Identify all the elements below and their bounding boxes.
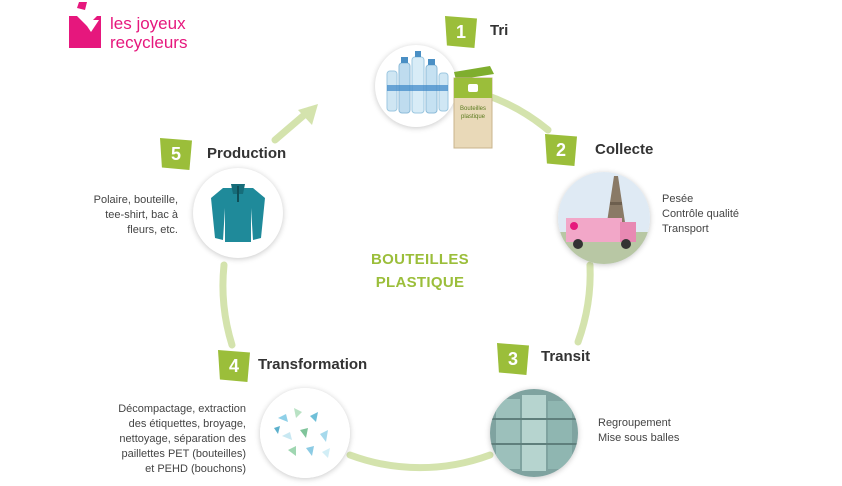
- bottles-icon: [386, 51, 449, 114]
- bin-label-2: plastique: [461, 114, 486, 120]
- step-5-image: [193, 168, 283, 258]
- brand-name: les joyeux recycleurs: [110, 14, 187, 52]
- brand-line-2: recycleurs: [110, 33, 188, 52]
- center-label: BOUTEILLES PLASTIQUE: [330, 248, 510, 294]
- plastic-flakes-icon: [260, 388, 350, 478]
- center-line-2: PLASTIQUE: [375, 274, 465, 291]
- step-1-image: [375, 45, 457, 127]
- step-2-line-1: Pesée: [662, 193, 694, 205]
- step-5-number: 5: [170, 143, 181, 164]
- brand-line-1: les joyeux: [110, 14, 186, 33]
- truck-eiffel-icon: [558, 172, 650, 264]
- step-3-line-1: Regroupement: [598, 417, 671, 429]
- bin-label-1: Bouteilles: [460, 106, 486, 112]
- step-3-number: 3: [507, 348, 518, 369]
- recycling-bin-icon: Bouteilles plastique: [453, 66, 494, 149]
- step-4-number: 4: [228, 355, 239, 376]
- step-1-title: Tri: [490, 22, 509, 39]
- step-5-line-2: tee-shirt, bac à: [105, 209, 178, 221]
- step-2-line-3: Transport: [662, 223, 709, 235]
- step-2-title: Collecte: [595, 141, 654, 158]
- step-1-number: 1: [455, 21, 466, 42]
- step-4-badge: 4: [218, 350, 250, 382]
- step-3-line-2: Mise sous balles: [598, 432, 680, 444]
- step-2-line-2: Contrôle qualité: [662, 208, 740, 220]
- step-2-badge: 2: [545, 134, 577, 166]
- brand-logo-icon: [69, 2, 101, 48]
- step-2-number: 2: [555, 139, 566, 160]
- plastic-bales-icon: [490, 389, 578, 477]
- step-5-badge: 5: [160, 138, 192, 170]
- step-4-image: [260, 388, 350, 478]
- step-3-badge: 3: [497, 343, 529, 375]
- step-4-description: Décompactage, extraction des étiquettes,…: [60, 402, 246, 477]
- step-5-title: Production: [207, 145, 287, 162]
- step-5-description: Polaire, bouteille, tee-shirt, bac à fle…: [60, 193, 178, 238]
- center-line-1: BOUTEILLES: [370, 251, 469, 268]
- step-4-line-4: paillettes PET (bouteilles): [121, 448, 246, 460]
- step-1-badge: 1: [445, 16, 477, 48]
- step-3-description: Regroupement Mise sous balles: [598, 416, 679, 446]
- step-4-line-5: et PEHD (bouchons): [145, 463, 246, 475]
- step-4-line-2: des étiquettes, broyage,: [128, 418, 246, 430]
- ring-arc-collecte-transit: [574, 261, 594, 346]
- step-2-description: Pesée Contrôle qualité Transport: [662, 192, 739, 237]
- step-4-line-1: Décompactage, extraction: [118, 403, 246, 415]
- step-4-title: Transformation: [258, 356, 368, 373]
- step-3-image: [490, 389, 578, 477]
- step-2-image: [558, 172, 650, 264]
- ring-arc-transit-transformation: [346, 451, 494, 472]
- step-4-line-3: nettoyage, séparation des: [119, 433, 246, 445]
- ring-arrow-head: [298, 104, 318, 125]
- step-3-title: Transit: [541, 348, 591, 365]
- step-5-line-3: fleurs, etc.: [127, 224, 178, 236]
- fleece-jacket-icon: [211, 184, 265, 242]
- step-5-line-1: Polaire, bouteille,: [93, 194, 178, 206]
- ring-arc-transformation-production: [219, 261, 236, 349]
